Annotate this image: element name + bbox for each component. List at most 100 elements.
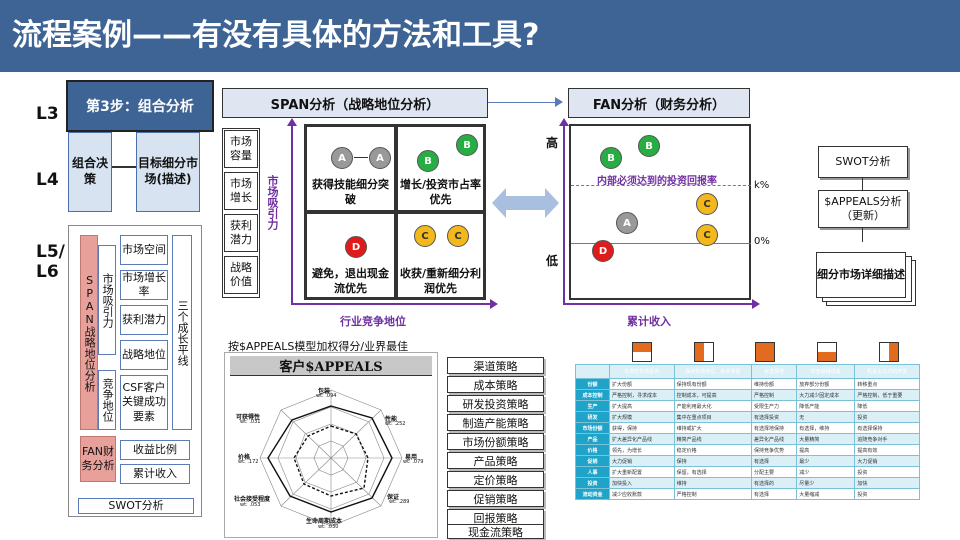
matrix-cell: 严格控制，寻求成本 (609, 389, 675, 401)
circle-b: B (600, 147, 622, 169)
circle-c: C (414, 225, 436, 247)
matrix-cell: 大量缩减 (796, 488, 856, 500)
matrix-cell: 减少应收账款 (609, 488, 675, 500)
matrix-cell: 投资 (854, 488, 920, 500)
matrix-cell: 有选择的 (751, 477, 798, 489)
grid-icon (631, 342, 652, 362)
connector-line (112, 166, 136, 168)
radar-axis-label: 可获得性 (236, 414, 261, 421)
matrix-row-header: 市场份额 (575, 422, 610, 434)
fan-k-label: k% (754, 180, 770, 191)
radar-axis-label: 价格 (238, 454, 251, 461)
fan-zero-line (571, 243, 751, 244)
matrix-cell: 减少 (796, 466, 856, 478)
radar-axis-weight: wt: .030 (318, 524, 339, 530)
level-l4: L4 (36, 170, 59, 190)
matrix-cell: 扩大规模 (609, 411, 675, 423)
fan-x-arrow (752, 299, 760, 309)
competitive-position-box: 竞争地位 (98, 370, 116, 430)
matrix-cell: 有选择投资 (751, 411, 798, 423)
matrix-cell: 有选择 (751, 455, 798, 467)
matrix-cell: 大力促销 (854, 455, 920, 467)
radar-axis-weight: wt: .053 (240, 502, 261, 508)
fan-x-label: 累计收入 (627, 315, 671, 328)
matrix-cell: 差异化产品线 (751, 433, 798, 445)
radar-axis-weight: wt: .252 (385, 421, 406, 427)
matrix-cell: 维持 (673, 477, 753, 489)
matrix-cell: 加快 (854, 477, 920, 489)
radar-axis-label: 生命周期成本 (306, 518, 343, 525)
swot-box-left: SWOT分析 (78, 498, 194, 514)
matrix-cell: 领先，为增长 (609, 444, 675, 456)
matrix-cell: 大力减少固定成本 (796, 389, 856, 401)
span-fan-connector (488, 102, 560, 103)
radar-axis-weight: wt: .172 (238, 459, 259, 465)
matrix-header-cell: 在增长市场投资 (609, 364, 675, 379)
matrix-cell: 获得，保持 (609, 422, 675, 434)
grid-icon (755, 342, 776, 362)
side-market-capacity: 市场容量 (224, 130, 258, 168)
step-box: 第3步：组合分析 (66, 80, 214, 132)
matrix-cell: 投资 (854, 411, 920, 423)
radar-axis-weight: wt: .031 (240, 419, 261, 425)
circle-b: B (417, 150, 439, 172)
radar-axis-weight: wt: .094 (316, 393, 337, 399)
matrix-cell: 扩大份额 (609, 378, 675, 390)
matrix-row-header: 价格 (575, 444, 610, 456)
csf-box: CSF客户关键成功要素 (120, 375, 168, 430)
matrix-row: 促销大力促销保持有选择最少大力促销 (575, 455, 920, 467)
target-segment-box: 目标细分市场(描述) (136, 132, 200, 212)
span-title: SPAN分析（战略地位分析） (222, 88, 488, 118)
fan-chart-area (569, 124, 751, 300)
matrix-header-cell: 有选择地 (751, 364, 798, 379)
strategic-position-box: 战略地位 (120, 340, 168, 370)
side-market-growth: 市场增长 (224, 172, 258, 210)
span-x-label: 行业竞争地位 (340, 315, 406, 328)
strategy-item: 促销策略 (447, 490, 544, 507)
span-vertical-label: 市场吸引力 (266, 175, 279, 230)
matrix-row: 产品扩大差异化产品线精简产品线差异化产品线大量精简追随竞争对手 (575, 433, 920, 445)
strategy-matrix: 在增长市场投资保持市场地位，投资保留有选择地攻击获得现金机会主义式的开发份额扩大… (575, 342, 920, 538)
fan-y-arrow (559, 118, 569, 126)
matrix-cell: 加快投入 (609, 477, 675, 489)
matrix-cell: 保留，有选择 (673, 466, 753, 478)
circle-b: B (456, 134, 478, 156)
matrix-row-header: 生产 (575, 400, 610, 412)
matrix-cell: 保持竞争优势 (751, 444, 798, 456)
matrix-row-header: 投资 (575, 477, 610, 489)
matrix-table: 在增长市场投资保持市场地位，投资保留有选择地攻击获得现金机会主义式的开发份额扩大… (575, 364, 920, 500)
strategy-item: 定价策略 (447, 471, 544, 488)
matrix-cell: 转移重点 (854, 378, 920, 390)
fan-title: FAN分析（财务分析） (568, 88, 750, 118)
radar-axis-weight: wt: .079 (403, 459, 424, 465)
revenue-ratio-box: 收益比例 (120, 440, 190, 460)
matrix-row: 人事扩大重新配置保留，有选择分配主要减少投资 (575, 466, 920, 478)
strategy-item: 市场份额策略 (447, 433, 544, 450)
matrix-cell: 控制成本，可提高 (673, 389, 753, 401)
l56-panel (68, 225, 202, 517)
span-vertical-box: SPAN战略地位分析 (80, 235, 98, 430)
cumulative-revenue-box: 累计收入 (120, 464, 190, 484)
fan-high-label: 高 (546, 136, 559, 150)
swot-box-right: SWOT分析 (818, 146, 908, 178)
fan-k-line (571, 185, 751, 186)
matrix-cell: 扩大重新配置 (609, 466, 675, 478)
matrix-row: 生产扩大提高产能利用最大化受限生产力降低产能降低 (575, 400, 920, 412)
matrix-cell: 无 (796, 411, 856, 423)
swot-connector (862, 178, 863, 190)
matrix-cell: 放弃部分份额 (796, 378, 856, 390)
double-arrow-right (545, 188, 559, 218)
grid-icon (879, 342, 900, 362)
matrix-row-header: 份额 (575, 378, 610, 390)
circle-d: D (345, 236, 367, 258)
grid-icon (693, 342, 714, 362)
matrix-cell: 扩大提高 (609, 400, 675, 412)
circle-b: B (638, 135, 660, 157)
matrix-row-header: 研发 (575, 411, 610, 423)
strategy-item: 产品策略 (447, 452, 544, 469)
matrix-row-header: 成本控制 (575, 389, 610, 401)
three-horizons-box: 三个成长平线 (172, 235, 192, 430)
matrix-header-cell: 保持市场地位，投资保留 (673, 364, 753, 379)
grid-icon (817, 342, 838, 362)
radar-axis-label: 保证 (387, 494, 400, 501)
